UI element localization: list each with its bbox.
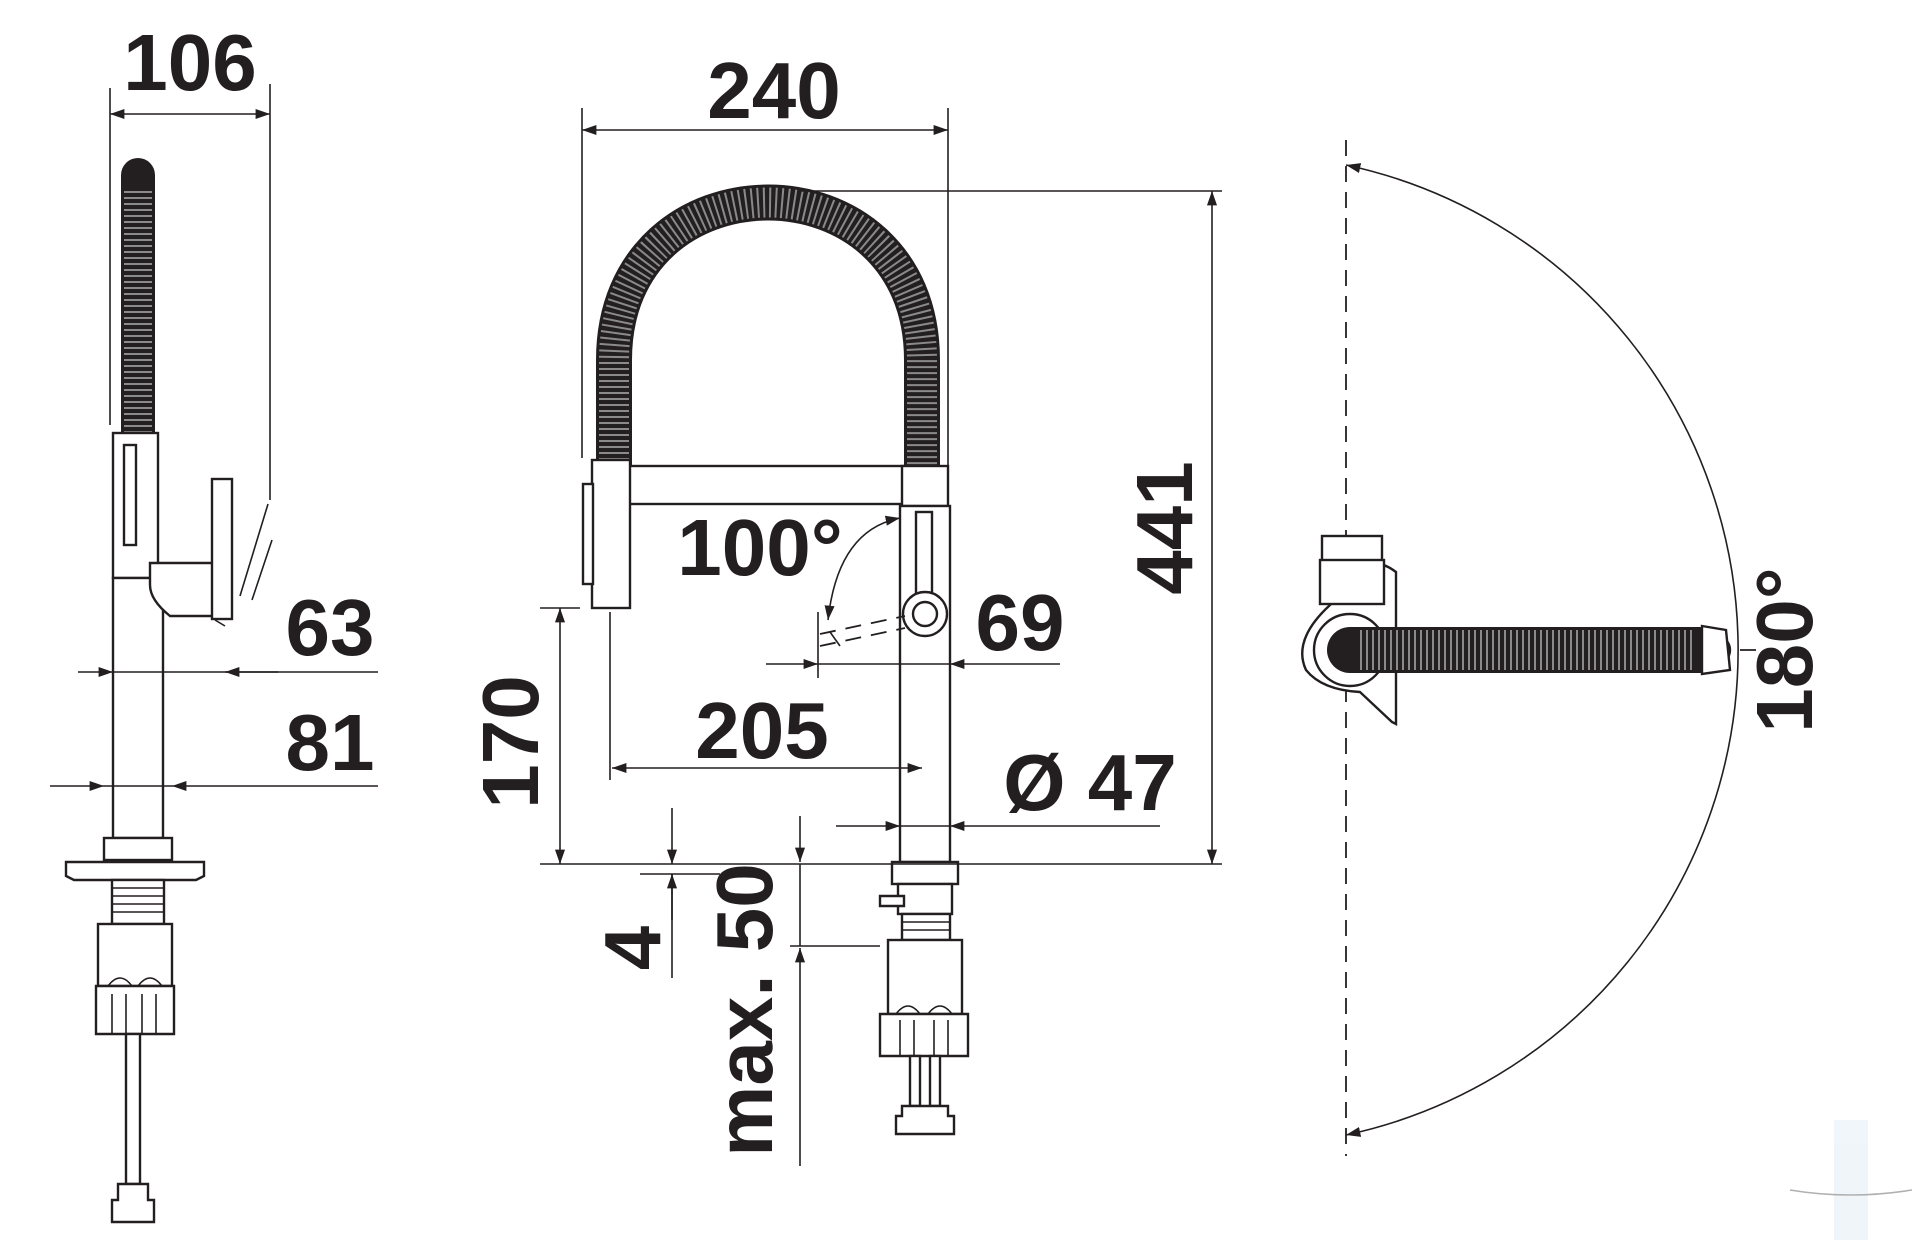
side-mount-cap bbox=[94, 984, 176, 1036]
side-supply-nut bbox=[110, 1182, 156, 1224]
front-hose-arch bbox=[596, 184, 940, 486]
dim-180-arc bbox=[1345, 163, 1739, 1137]
front-mount-thread bbox=[896, 882, 954, 916]
top-view: 180° bbox=[1301, 140, 1829, 1156]
front-mount-cap bbox=[878, 1012, 970, 1058]
side-lever bbox=[210, 477, 234, 621]
dim-4-label: 4 bbox=[588, 925, 677, 970]
dim-69-label: 69 bbox=[976, 578, 1065, 667]
side-base-collar bbox=[102, 836, 174, 862]
dim-100-label: 100° bbox=[677, 503, 842, 592]
front-supply-pipe-b bbox=[928, 1054, 942, 1108]
side-mount-nut bbox=[96, 922, 174, 988]
dim-63-label: 63 bbox=[286, 583, 375, 672]
dim-170-label: 170 bbox=[466, 675, 555, 808]
dim-81-label: 81 bbox=[286, 698, 375, 787]
front-view: 240 441 100° 69 205 170 Ø 47 bbox=[466, 46, 1222, 1166]
dim-106-label: 106 bbox=[123, 18, 256, 107]
side-base-plate bbox=[64, 860, 206, 882]
dim-240-label: 240 bbox=[707, 46, 840, 135]
side-head-button bbox=[122, 443, 138, 547]
front-mount-clamp bbox=[878, 894, 906, 908]
dim-max50-label: max. 50 bbox=[700, 863, 789, 1157]
dim-47-label: Ø 47 bbox=[1003, 738, 1176, 827]
side-lever-joint bbox=[148, 561, 222, 618]
front-supply-pipe-a bbox=[908, 1054, 922, 1108]
dim-100-arc bbox=[824, 515, 901, 621]
side-mount-thread bbox=[110, 878, 166, 926]
watermark-logo bbox=[1789, 1120, 1913, 1240]
front-base-collar bbox=[890, 860, 960, 886]
side-column bbox=[111, 576, 165, 840]
front-spray-head bbox=[590, 458, 632, 610]
front-mount-body bbox=[900, 912, 952, 942]
front-spout-bar bbox=[626, 464, 908, 506]
front-spout-collar bbox=[900, 464, 950, 508]
front-mount-nut bbox=[886, 938, 964, 1016]
side-supply-pipe bbox=[124, 1032, 142, 1186]
front-head-side bbox=[581, 482, 595, 586]
top-head-body bbox=[1318, 558, 1386, 606]
dim-441-label: 441 bbox=[1120, 461, 1209, 594]
top-spray-cap bbox=[1700, 624, 1732, 676]
front-hose-ribs bbox=[599, 187, 937, 466]
dim-205-label: 205 bbox=[695, 686, 828, 775]
side-view: 106 63 81 bbox=[50, 18, 378, 1224]
front-supply-nuts bbox=[894, 1104, 956, 1136]
